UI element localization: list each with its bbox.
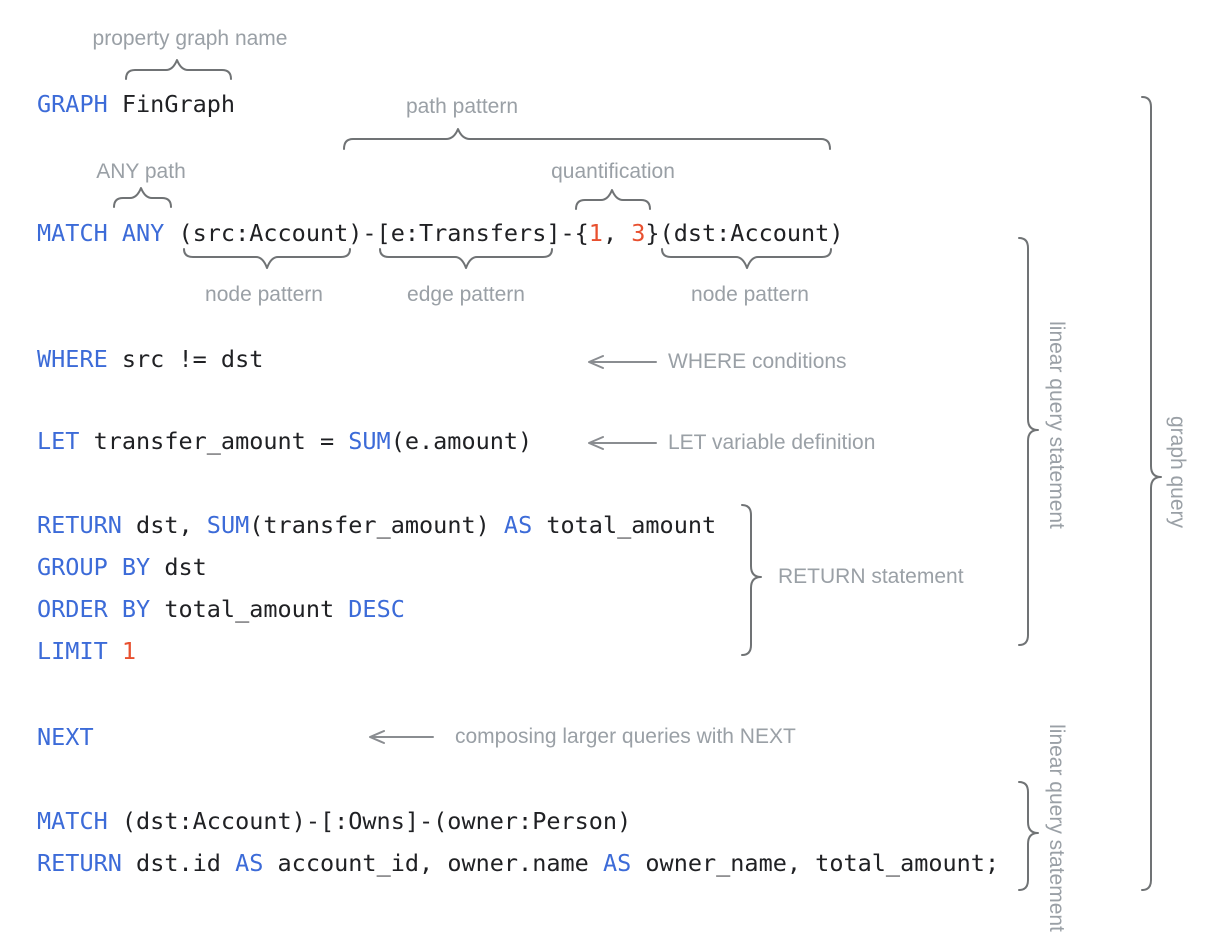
code-segment-keyword: AS — [235, 849, 264, 877]
code-line-group-by: GROUP BY dst — [37, 553, 207, 581]
code-line-let: LET transfer_amount = SUM(e.amount) — [37, 427, 532, 455]
composing-next-label: composing larger queries with NEXT — [455, 725, 796, 748]
property-graph-name-label: property graph name — [92, 27, 288, 50]
code-segment-keyword: DESC — [348, 595, 405, 623]
code-segment-number: 1 — [588, 219, 603, 247]
code-segment-keyword: AS — [602, 849, 632, 877]
graph-query-brace — [1141, 96, 1162, 891]
code-segment-plain: transfer_amount = — [93, 427, 349, 455]
code-segment-plain: src != dst — [121, 345, 264, 373]
return-statement-label: RETURN statement — [778, 565, 964, 588]
code-line-match-any: MATCH ANY (src:Account)-[e:Transfers]-{1… — [37, 219, 843, 247]
code-line-order-by: ORDER BY total_amount DESC — [37, 595, 405, 623]
code-segment-keyword: SUM — [206, 511, 250, 539]
let-variable-label: LET variable definition — [668, 431, 876, 454]
property-graph-name-brace — [125, 59, 232, 80]
code-line-graph: GRAPH FinGraph — [37, 90, 235, 118]
code-segment-plain: FinGraph — [121, 90, 236, 118]
code-segment-plain: dst.id — [136, 849, 236, 877]
linear-query-statement-bottom-label: linear query statement — [1045, 724, 1068, 932]
code-segment-keyword: RETURN — [37, 849, 137, 877]
edge-pattern-label: edge pattern — [407, 283, 525, 306]
linear-query-statement-top-brace — [1018, 237, 1039, 646]
code-segment-plain: total_amount — [164, 595, 349, 623]
code-segment-keyword: WHERE — [37, 345, 122, 373]
code-segment-keyword: SUM — [348, 427, 391, 455]
code-segment-plain: total_amount — [532, 511, 717, 539]
where-conditions-label: WHERE conditions — [668, 350, 847, 373]
code-segment-keyword: MATCH ANY — [37, 219, 179, 247]
edge-pattern-brace — [379, 248, 553, 269]
code-line-where: WHERE src != dst — [37, 345, 263, 373]
code-segment-keyword: RETURN — [37, 511, 137, 539]
code-segment-keyword: GROUP BY — [37, 553, 165, 581]
code-segment-plain: , — [602, 219, 632, 247]
code-segment-keyword: AS — [503, 511, 533, 539]
path-pattern-label: path pattern — [405, 95, 519, 118]
code-segment-plain: }(dst:Account) — [645, 219, 844, 247]
return-statement-brace — [741, 504, 762, 656]
code-segment-keyword: GRAPH — [37, 90, 122, 118]
code-segment-plain: (src:Account)-[e:Transfers]-{ — [178, 219, 589, 247]
node-pattern-right-brace — [661, 248, 832, 269]
code-segment-plain: (dst:Account)-[:Owns]-(owner:Person) — [121, 807, 632, 835]
any-path-label: ANY path — [96, 160, 186, 183]
node-pattern-right-label: node pattern — [691, 283, 809, 306]
code-line-match-2: MATCH (dst:Account)-[:Owns]-(owner:Perso… — [37, 807, 631, 835]
code-segment-keyword: ORDER BY — [37, 595, 165, 623]
node-pattern-left-brace — [183, 248, 351, 269]
graph-query-label: graph query — [1166, 415, 1189, 529]
code-segment-plain: account_id, owner.name — [263, 849, 603, 877]
composing-next-arrow — [369, 730, 434, 744]
node-pattern-left-label: node pattern — [205, 283, 323, 306]
quantification-brace — [575, 189, 651, 210]
any-path-brace — [113, 187, 172, 208]
let-variable-arrow — [588, 436, 657, 450]
code-segment-number: 3 — [631, 219, 646, 247]
path-pattern-brace — [343, 128, 831, 150]
code-segment-keyword: LIMIT — [37, 637, 122, 665]
code-segment-number: 1 — [121, 637, 137, 665]
code-segment-keyword: MATCH — [37, 807, 122, 835]
code-line-next: NEXT — [37, 723, 94, 751]
quantification-label: quantification — [551, 160, 675, 183]
code-segment-plain: (transfer_amount) — [249, 511, 504, 539]
code-segment-keyword: LET — [37, 427, 94, 455]
code-line-return: RETURN dst, SUM(transfer_amount) AS tota… — [37, 511, 716, 539]
code-segment-plain: dst, — [136, 511, 207, 539]
code-segment-plain: owner_name, total_amount; — [631, 849, 1000, 877]
code-line-return-2: RETURN dst.id AS account_id, owner.name … — [37, 849, 999, 877]
code-line-limit: LIMIT 1 — [37, 637, 136, 665]
code-segment-plain: dst — [164, 553, 207, 581]
linear-query-statement-bottom-brace — [1018, 781, 1039, 891]
code-segment-plain: (e.amount) — [390, 427, 533, 455]
linear-query-statement-top-label: linear query statement — [1045, 321, 1068, 529]
code-segment-keyword: NEXT — [37, 723, 94, 751]
where-conditions-arrow — [588, 355, 657, 369]
